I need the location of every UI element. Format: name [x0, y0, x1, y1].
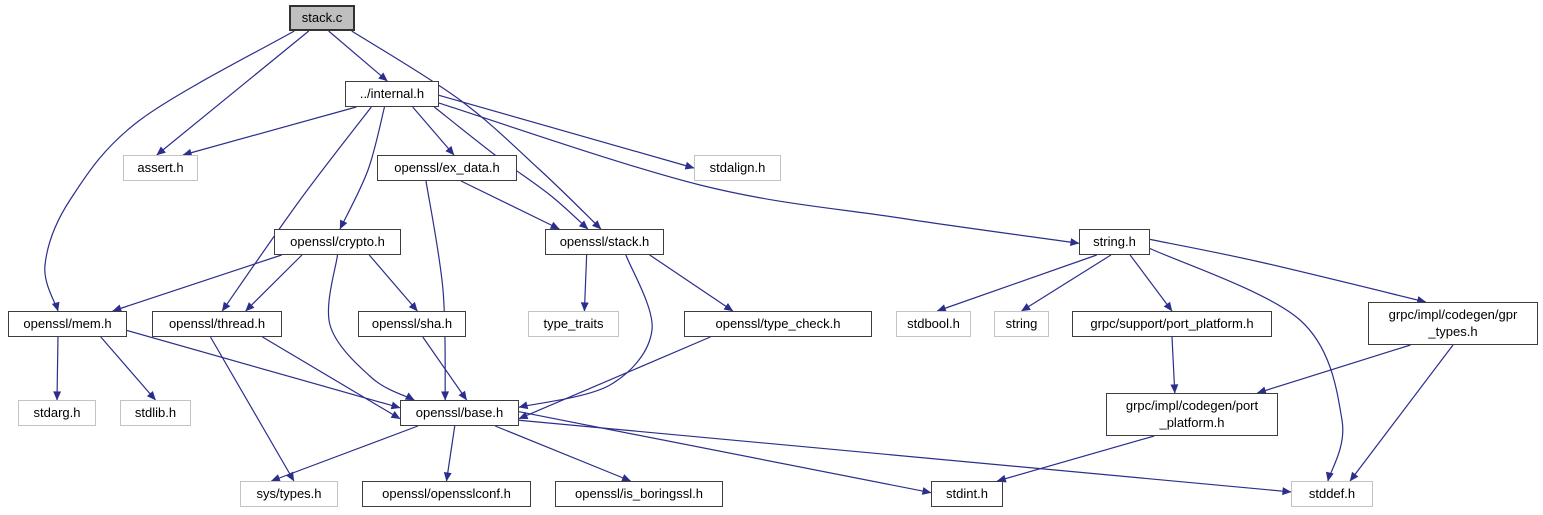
- node-support-pp[interactable]: grpc/support/port_platform.h: [1072, 311, 1272, 337]
- node-label: openssl/base.h: [415, 404, 504, 420]
- node-base-h[interactable]: openssl/base.h: [400, 400, 519, 426]
- edge-ex-data-h--base-h: [425, 180, 450, 401]
- edge-base-h--sys-types-h: [270, 425, 419, 482]
- node-sha-h[interactable]: openssl/sha.h: [358, 311, 466, 337]
- edge-base-h--stddef-h: [518, 419, 1292, 496]
- edge-string-h--support-pp: [1129, 254, 1173, 312]
- edge-sha-h--base-h: [422, 336, 468, 401]
- node-assert-h: assert.h: [123, 155, 198, 181]
- node-gpr-types[interactable]: grpc/impl/codegen/gpr _types.h: [1368, 302, 1538, 345]
- node-label: openssl/mem.h: [23, 315, 112, 331]
- edge-stack-c--mem-h: [44, 30, 295, 312]
- edge-string-h--string-cpp: [1021, 254, 1112, 312]
- edge-thread-h--sys-types-h: [209, 336, 295, 482]
- node-label: openssl/is_boringssl.h: [575, 485, 703, 501]
- node-stdarg-h: stdarg.h: [18, 400, 96, 426]
- node-internal-h[interactable]: ../internal.h: [345, 81, 439, 107]
- edge-string-h--stddef-h: [1149, 247, 1344, 482]
- node-label: sys/types.h: [256, 485, 322, 501]
- edge-internal-h--crypto-h: [339, 106, 386, 230]
- node-type-traits: type_traits: [528, 311, 619, 337]
- node-stddef-h: stddef.h: [1291, 481, 1373, 507]
- edge-mem-h--stdlib-h: [100, 336, 156, 401]
- node-label: stdbool.h: [907, 315, 960, 331]
- node-is-boringssl-h[interactable]: openssl/is_boringssl.h: [555, 481, 723, 507]
- node-label: openssl/thread.h: [168, 315, 266, 331]
- edge-internal-h--stack-h: [433, 106, 589, 230]
- edge-crypto-h--mem-h: [112, 254, 282, 313]
- node-label: stdint.h: [946, 485, 988, 501]
- edge-internal-h--thread-h: [221, 106, 372, 312]
- node-label: grpc/impl/codegen/gpr _types.h: [1388, 307, 1518, 339]
- node-label: openssl/crypto.h: [290, 233, 385, 249]
- node-label: ../internal.h: [359, 85, 425, 101]
- edge-stack-h--base-h: [518, 254, 653, 410]
- node-sys-types-h: sys/types.h: [240, 481, 338, 507]
- node-label: openssl/type_check.h: [715, 315, 841, 331]
- edge-internal-h--string-h: [438, 102, 1080, 247]
- node-label: openssl/opensslconf.h: [382, 485, 511, 501]
- node-label: openssl/ex_data.h: [394, 159, 500, 175]
- edge-crypto-h--base-h: [327, 254, 415, 401]
- node-label: stdlib.h: [134, 404, 177, 420]
- node-label: type_traits: [543, 315, 604, 331]
- edge-base-h--opensslconf-h: [443, 425, 456, 482]
- node-thread-h[interactable]: openssl/thread.h: [152, 311, 282, 337]
- edge-internal-h--assert-h: [182, 106, 357, 157]
- node-ex-data-h[interactable]: openssl/ex_data.h: [377, 155, 517, 181]
- edge-stack-c--internal-h: [328, 30, 388, 82]
- edge-stack-c--assert-h: [156, 30, 310, 156]
- node-label: stack.c: [301, 9, 343, 25]
- edge-crypto-h--sha-h: [368, 254, 418, 312]
- edge-mem-h--stdarg-h: [53, 336, 62, 401]
- node-stdint-h[interactable]: stdint.h: [931, 481, 1003, 507]
- node-stdalign-h: stdalign.h: [694, 155, 781, 181]
- edge-type-check-h--base-h: [518, 336, 711, 420]
- edge-thread-h--base-h: [262, 336, 401, 420]
- node-codegen-pp[interactable]: grpc/impl/codegen/port _platform.h: [1106, 393, 1278, 436]
- node-label: assert.h: [137, 159, 184, 175]
- edge-codegen-pp--stdint-h: [996, 435, 1155, 483]
- node-stdlib-h: stdlib.h: [120, 400, 191, 426]
- edge-gpr-types--codegen-pp: [1256, 344, 1411, 395]
- node-stdbool-h: stdbool.h: [896, 311, 971, 337]
- node-type-check-h[interactable]: openssl/type_check.h: [684, 311, 872, 337]
- node-label: grpc/impl/codegen/port _platform.h: [1125, 398, 1259, 430]
- node-opensslconf-h[interactable]: openssl/opensslconf.h: [362, 481, 531, 507]
- node-label: openssl/sha.h: [371, 315, 453, 331]
- edge-crypto-h--thread-h: [245, 254, 303, 312]
- node-mem-h[interactable]: openssl/mem.h: [8, 311, 127, 337]
- node-label: grpc/support/port_platform.h: [1090, 315, 1254, 331]
- edge-string-h--gpr-types: [1149, 238, 1427, 304]
- node-label: string.h: [1093, 233, 1136, 249]
- node-label: openssl/stack.h: [559, 233, 650, 249]
- edge-stack-h--type-traits: [580, 254, 589, 312]
- node-crypto-h[interactable]: openssl/crypto.h: [274, 229, 401, 255]
- edge-string-h--stdbool-h: [936, 254, 1097, 312]
- edge-base-h--is-boringssl-h: [494, 425, 632, 482]
- edge-base-h--stdint-h: [518, 411, 932, 495]
- edge-mem-h--base-h: [126, 329, 401, 410]
- edge-internal-h--stdalign-h: [438, 94, 695, 170]
- edge-stack-c--stack-h: [351, 30, 602, 230]
- edge-support-pp--codegen-pp: [1170, 336, 1179, 394]
- node-label: stdalign.h: [709, 159, 766, 175]
- edge-internal-h--ex-data-h: [412, 106, 455, 156]
- node-label: stddef.h: [1308, 485, 1356, 501]
- node-stack-c: stack.c: [289, 5, 355, 31]
- edge-stack-h--type-check-h: [649, 254, 734, 312]
- node-string-h[interactable]: string.h: [1079, 229, 1150, 255]
- edge-gpr-types--stddef-h: [1349, 344, 1454, 482]
- node-label: string: [1005, 315, 1038, 331]
- edge-ex-data-h--stack-h: [460, 180, 560, 230]
- node-label: stdarg.h: [33, 404, 81, 420]
- node-stack-h[interactable]: openssl/stack.h: [545, 229, 664, 255]
- node-string-cpp: string: [994, 311, 1049, 337]
